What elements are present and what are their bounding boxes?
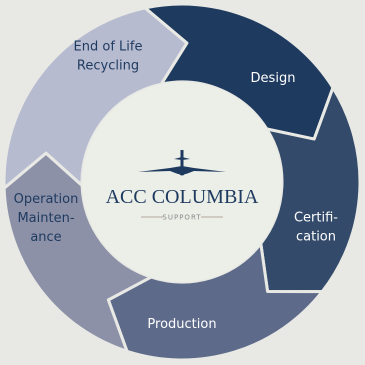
segment-label-design: Design bbox=[251, 71, 296, 86]
segment-label-line: cation bbox=[296, 230, 336, 245]
segment-label-line: Operation bbox=[14, 192, 79, 207]
segment-label-line: Production bbox=[147, 317, 216, 332]
segment-label-line: Certifi- bbox=[294, 211, 338, 226]
segment-label-line: Design bbox=[251, 71, 296, 86]
brand-title: ACC COLUMBIA bbox=[106, 186, 259, 208]
segments-layer bbox=[2, 2, 362, 362]
segment-label-line: ance bbox=[30, 230, 61, 245]
segment-end-of-life bbox=[2, 6, 189, 190]
segment-label-line: End of Life bbox=[74, 40, 143, 55]
airplane-logo-icon bbox=[138, 150, 226, 176]
brand-subtitle: SUPPORT bbox=[162, 214, 201, 222]
segment-label-production: Production bbox=[147, 317, 216, 332]
segment-label-line: Mainten- bbox=[17, 211, 74, 226]
segment-label-line: Recycling bbox=[77, 59, 139, 74]
center-hub bbox=[82, 82, 282, 282]
segment-label-certification: Certifi-cation bbox=[294, 211, 338, 245]
